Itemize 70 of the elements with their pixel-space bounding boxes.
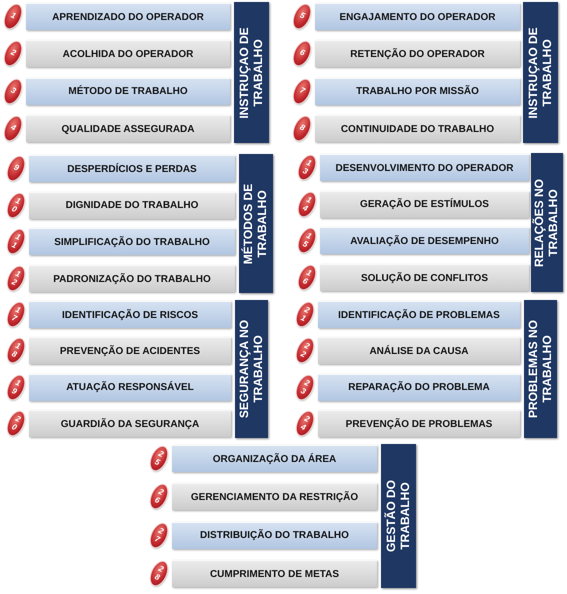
topic-bar: IDENTIFICAÇÃO DE RISCOS [29,301,231,328]
category-label: GESTÃO DO TRABALHO [384,479,412,554]
category-band [235,300,268,438]
category-label: RELAÇÕES NO TRABALHO [533,178,561,269]
number-badge: 22 [293,336,317,366]
category-band [381,444,416,588]
number-badge: 8 [290,114,314,143]
topic-bar: AVALIAÇÃO DE DESEMPENHO [320,227,529,254]
number-badge: 23 [293,372,317,402]
topic-bar: TRABALHO POR MISSÃO [315,78,520,105]
category-band [524,300,557,438]
number-badge: 10 [4,190,28,220]
topic-bar: SIMPLIFICAÇÃO DO TRABALHO [29,228,235,256]
topic-bar: GUARDIÃO DA SEGURANÇA [29,410,231,437]
number-badge: 19 [4,372,28,402]
category-label: INSTRUÇAO DE TRABALHO [526,26,554,120]
number-badge: 16 [295,263,319,292]
number-badge: 13 [295,153,319,182]
topic-bar: PADRONIZAÇÃO DO TRABALHO [29,265,235,292]
category-label: SEGURANÇA NO TRABALHO [238,318,266,420]
number-badge: 14 [295,190,319,218]
topic-bar: DISTRIBUIÇÃO DO TRABALHO [172,522,377,549]
number-badge: 25 [147,444,171,473]
topic-bar: APRENDIZADO DO OPERADOR [26,3,230,30]
number-badge: 5 [290,2,314,31]
topic-bar: PREVENÇÃO DE PROBLEMAS [318,410,520,437]
topic-bar: IDENTIFICAÇÃO DE PROBLEMAS [318,301,520,328]
number-badge: 9 [4,154,28,183]
topic-bar: ENGAJAMENTO DO OPERADOR [315,3,520,30]
number-badge: 3 [1,76,25,106]
number-badge: 1 [1,2,25,31]
number-badge: 20 [4,409,28,438]
number-badge: 6 [290,40,314,68]
topic-bar: GERAÇÃO DE ESTÍMULOS [320,190,529,218]
number-badge: 26 [147,482,171,512]
number-badge: 4 [1,114,25,143]
topic-bar: ANÁLISE DA CAUSA [318,337,520,364]
topic-bar: DIGNIDADE DO TRABALHO [29,192,235,219]
topic-bar: DESPERDÍCIOS E PERDAS [29,155,235,182]
category-band [531,153,563,292]
topic-bar: GERENCIAMENTO DA RESTRIÇÃO [172,483,377,510]
number-badge: 7 [290,76,314,106]
category-label: INSTRUÇAO DE TRABALHO [238,26,266,120]
category-band [523,2,558,143]
topic-bar: SOLUÇÃO DE CONFLITOS [320,264,529,291]
number-badge: 24 [293,409,317,438]
topic-bar: REPARAÇÃO DO PROBLEMA [318,374,520,401]
number-badge: 21 [293,300,317,329]
number-badge: 28 [147,559,171,588]
number-badge: 27 [147,520,171,550]
number-badge: 11 [4,228,28,256]
topic-bar: CUMPRIMENTO DE METAS [172,560,377,587]
topic-bar: ACOLHIDA DO OPERADOR [26,40,230,68]
number-badge: 18 [4,336,28,366]
topic-bar: QUALIDADE ASSEGURADA [26,115,230,142]
topic-bar: RETENÇÃO DO OPERADOR [315,40,520,68]
topic-bar: DESENVOLVIMENTO DO OPERADOR [320,154,529,181]
topic-bar: MÉTODO DE TRABALHO [26,78,230,105]
category-label: PROBLEMAS NO TRABALHO [526,319,554,420]
number-badge: 17 [4,300,28,329]
number-badge: 15 [295,226,319,256]
topic-bar: PREVENÇÃO DE ACIDENTES [29,337,231,364]
category-band [234,2,269,143]
topic-bar: ORGANIZAÇÃO DA ÁREA [172,445,377,472]
topic-bar: CONTINUIDADE DO TRABALHO [315,115,520,142]
number-badge: 2 [1,40,25,68]
category-band [239,154,273,293]
number-badge: 12 [4,264,28,293]
topic-bar: ATUAÇÃO RESPONSÁVEL [29,374,231,401]
category-label: MÉTODOS DE TRABALHO [242,182,270,266]
